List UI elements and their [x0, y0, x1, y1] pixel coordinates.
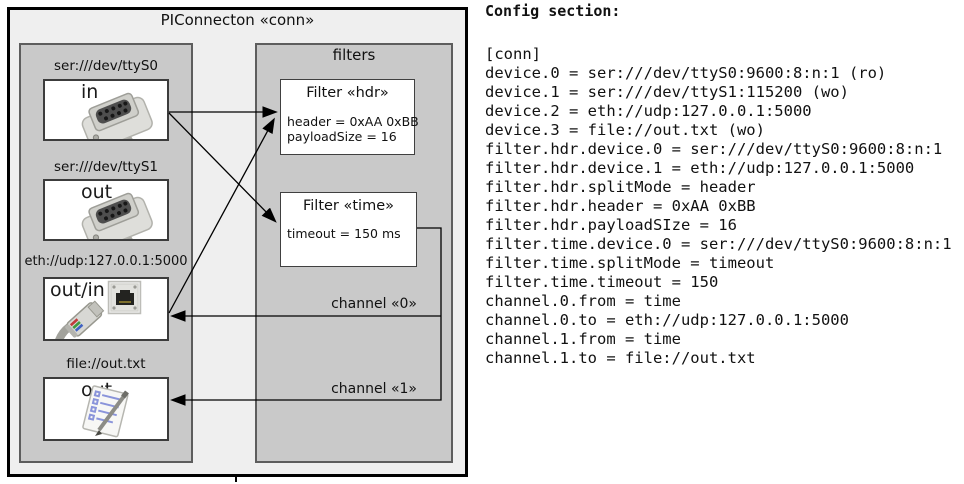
- diagram-title: PIConnecton «conn»: [160, 11, 315, 29]
- connector-diagram: PIConnecton «conn» filters ser:///dev/tt…: [0, 0, 480, 484]
- bottom-port-tick: [235, 474, 237, 482]
- filters-group-title: filters: [332, 46, 376, 64]
- device-box-ttys0: in: [43, 79, 169, 141]
- device-label-ttys1: ser:///dev/ttyS1: [54, 159, 158, 175]
- notepad-pen-icon: [82, 385, 129, 438]
- ethernet-cable-icon: [55, 300, 105, 339]
- device-box-eth: out/in: [43, 277, 169, 341]
- filter-hdr-title: Filter «hdr»: [306, 85, 389, 101]
- device-label-eth: eth://udp:127.0.0.1:5000: [24, 254, 188, 269]
- filter-hdr-prop: payloadSize = 16: [287, 129, 397, 144]
- device-label-file: file://out.txt: [66, 356, 146, 372]
- device-label-ttys0: ser:///dev/ttyS0: [54, 58, 158, 74]
- filter-hdr-prop: header = 0xAA 0xBB: [287, 114, 419, 129]
- ethernet-port-icon: [107, 280, 142, 315]
- serial-connector-icon: [81, 192, 153, 239]
- device-box-ttys1: out: [43, 179, 169, 241]
- device-box-file: out: [43, 377, 169, 441]
- device-direction: out: [81, 181, 113, 203]
- channel-0-label: channel «0»: [331, 296, 417, 312]
- config-lines: [conn] device.0 = ser:///dev/ttyS0:9600:…: [485, 45, 952, 367]
- config-section-title: Config section:: [485, 2, 621, 20]
- filter-time-prop: timeout = 150 ms: [287, 226, 401, 241]
- serial-connector-icon: [81, 92, 153, 139]
- config-section: Config section: [conn] device.0 = ser://…: [485, 2, 964, 368]
- filter-hdr-box: Filter «hdr» header = 0xAA 0xBB payloadS…: [280, 79, 419, 155]
- filter-time-box: Filter «time» timeout = 150 ms: [280, 192, 417, 267]
- device-direction: out/in: [50, 279, 105, 301]
- channel-1-label: channel «1»: [331, 381, 417, 397]
- filter-time-title: Filter «time»: [302, 198, 395, 214]
- device-direction: in: [81, 81, 99, 103]
